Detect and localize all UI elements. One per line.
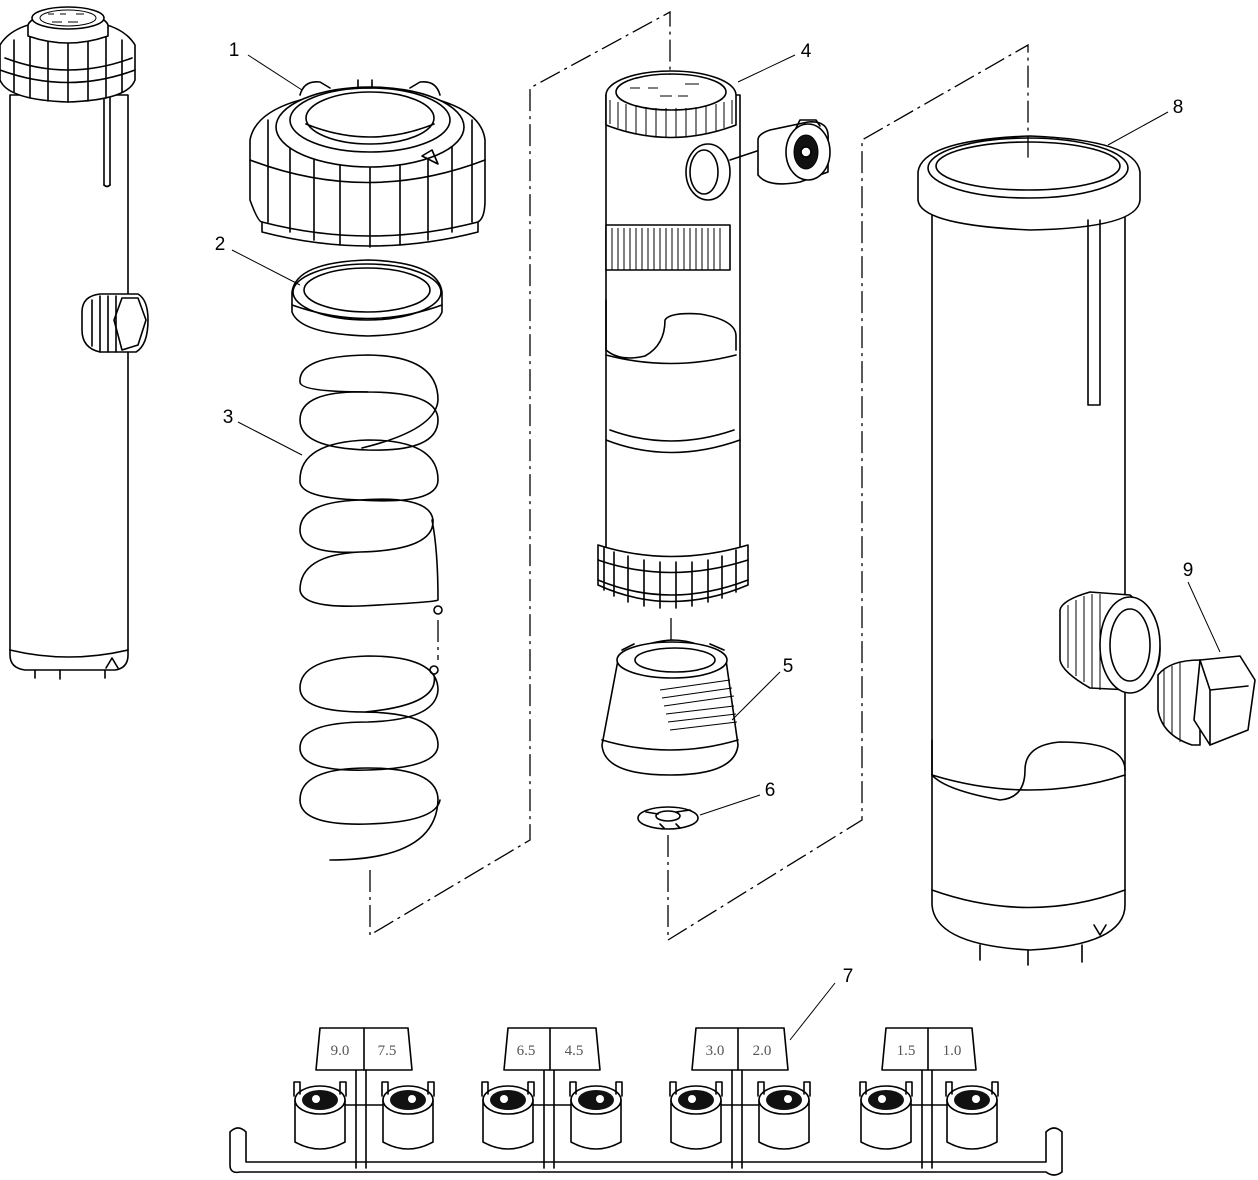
assembled-rotor [0,6,149,680]
callout-7: 7 [843,966,854,987]
nozzle-cup [293,1081,347,1150]
callout-6: 6 [765,780,776,801]
part-4-rotor-body [597,70,761,645]
part-2-seal [291,259,443,337]
nozzle-cups [293,1081,999,1150]
part-6-washer [637,806,699,940]
part-7-nozzle-tree [229,1069,1063,1176]
nozzle-tab-group-1: 9.0 7.5 [315,1027,413,1071]
part-3-spring [299,354,443,861]
callout-9: 9 [1183,560,1194,581]
nozzle-cup [859,1081,913,1150]
callout-8: 8 [1173,97,1184,118]
part-8-case [917,135,1161,966]
nozzle-tab-group-3: 3.0 2.0 [691,1027,789,1071]
nozzle-cup [481,1081,535,1150]
nozzle-tab-4-right: 1.0 [943,1043,962,1059]
nozzle-tab-group-4: 1.5 1.0 [881,1027,977,1071]
nozzle-tab-group-2: 6.5 4.5 [503,1027,601,1071]
leader-lines [231,54,1221,1041]
nozzle-tab-3-left: 3.0 [706,1043,725,1059]
callout-5: 5 [783,656,794,677]
part-1-cap [249,79,486,248]
callout-4: 4 [801,41,812,62]
nozzle-tab-4-left: 1.5 [897,1043,916,1059]
part-5-bottom-cap [601,639,739,776]
nozzle-tab-1-left: 9.0 [331,1043,350,1059]
nozzle-tab-1-right: 7.5 [378,1043,397,1059]
callout-3: 3 [223,407,234,428]
nozzle-tab-2-right: 4.5 [565,1043,584,1059]
callout-1: 1 [229,40,240,61]
callout-2: 2 [215,234,226,255]
nozzle-cup [669,1081,723,1150]
nozzle-cup [569,1081,623,1150]
part-9-plug [1157,655,1256,746]
nozzle-cup [945,1081,999,1150]
nozzle-tab-2-left: 6.5 [517,1043,536,1059]
nozzle-cup [757,1081,811,1150]
nozzle-cup [381,1081,435,1150]
nozzle-tab-3-right: 2.0 [753,1043,772,1059]
nozzle-insert [757,119,831,185]
alignment-lines [369,10,1029,941]
